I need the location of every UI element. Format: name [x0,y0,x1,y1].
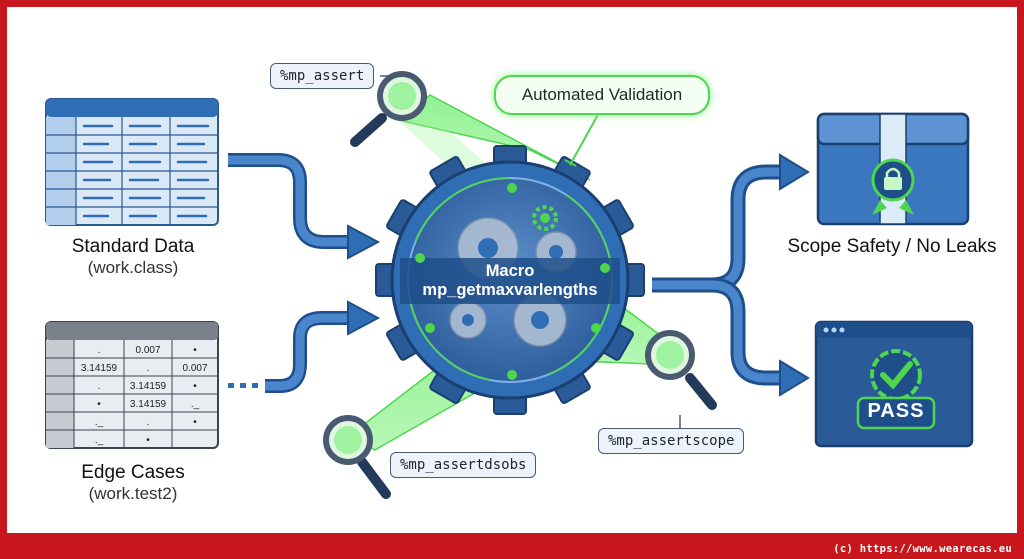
edge-cases-subtitle: (work.test2) [88,484,178,503]
magnifier-top-icon [350,71,427,147]
edge-table-cell: 0.007 [182,363,207,374]
pass-label: PASS [867,400,925,422]
macro-label-line2: mp_getmaxvarlengths [422,281,598,299]
standard-data-subtitle: (work.class) [87,258,179,277]
footer-credit: (c) https://www.wearecas.eu [833,543,1012,555]
macro-label-line1: Macro [485,262,535,280]
edge-table-cell: 3.14159 [130,399,167,410]
pass-window-icon [814,320,974,448]
tag-mp-assertdsobs: %mp_assertdsobs [390,452,537,478]
edge-cases-title: Edge Cases [81,462,185,483]
small-green-gear-icon [532,205,558,231]
edge-table-cell: 3.14159 [130,381,167,392]
edge-table-cell: • [193,345,197,356]
standard-data-title: Standard Data [71,236,195,257]
edge-table-cell: • [193,381,197,392]
edge-table-cell: 3.14159 [81,363,118,374]
edge-table-cell: • [146,435,150,446]
output-arrows [652,153,810,397]
edge-table-cell: . [98,381,101,392]
magnifier-right-icon [645,330,717,410]
edge-table-cell: . [147,363,150,374]
tag-mp-assertscope: %mp_assertscope [598,428,745,454]
scope-safety-label: Scope Safety / No Leaks [787,236,997,257]
check-badge-icon [870,349,922,401]
lock-icon [884,167,902,190]
standard-data-table [45,98,219,226]
macro-label: Macro mp_getmaxvarlengths [400,262,620,300]
input-arrow-bottom [228,300,381,393]
edge-table-cell: ._ [191,399,200,410]
edge-table-cell: • [97,399,101,410]
macro-gear [375,145,645,415]
edge-table-cell: • [193,417,197,428]
scope-safety-box-icon [816,112,970,226]
edge-cases-table: . 0.007 • 3.14159. 0.007. 3.14159 • • 3.14159 ._.… [45,321,219,449]
input-arrow-top [228,153,381,260]
edge-cases-label: Edge Cases (work.test2) [20,462,246,504]
magnifier-bottom-left-icon [323,415,391,499]
tag-automated-validation: Automated Validation [494,75,710,115]
tag-mp-assert: %mp_assert [270,63,375,89]
edge-table-cell: ._ [95,417,104,428]
edge-table-cell: . [98,345,101,356]
edge-table-cell: ._ [95,435,104,446]
edge-table-cell: 0.007 [135,345,160,356]
edge-table-cell: . [147,417,150,428]
standard-data-label: Standard Data (work.class) [20,236,246,278]
